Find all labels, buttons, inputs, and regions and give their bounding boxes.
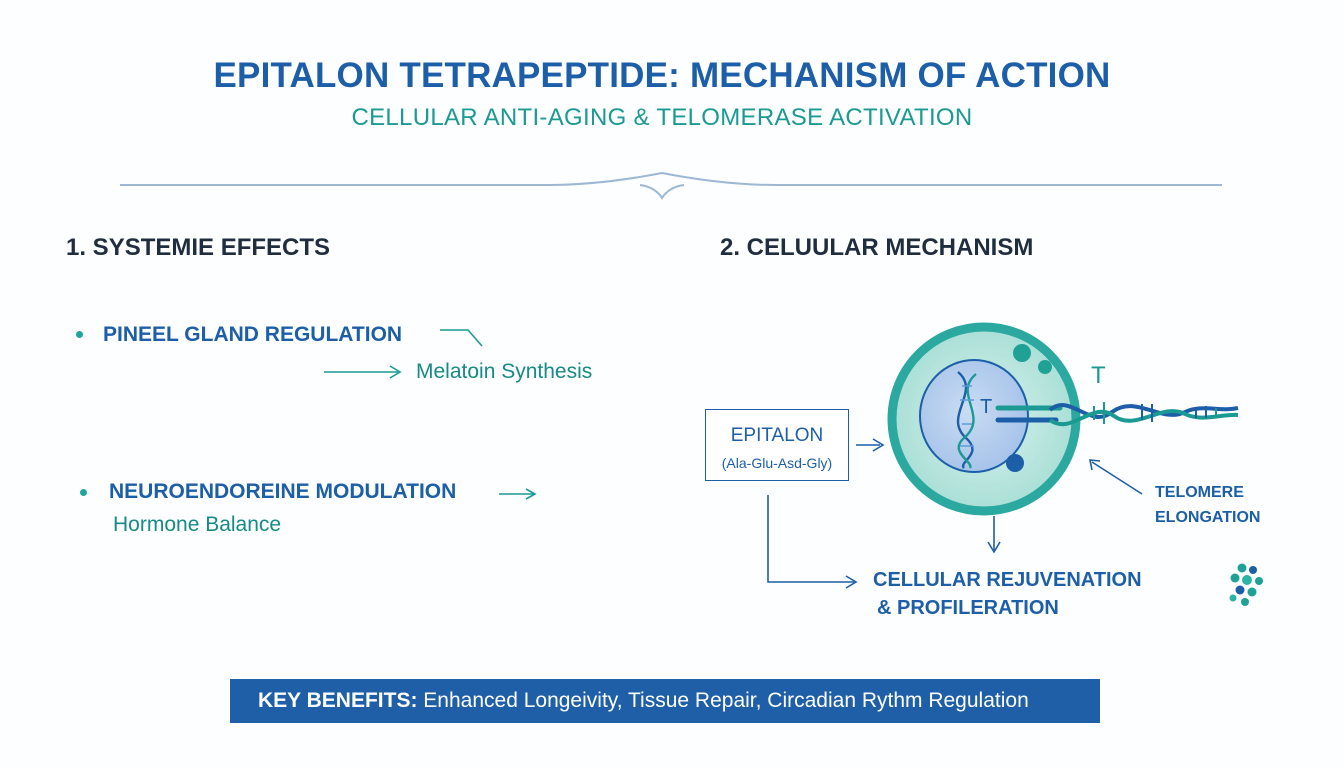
hook-arrow-icon bbox=[440, 329, 483, 347]
outcome-line1: CELLULAR REJUVENATION bbox=[873, 569, 1142, 591]
arrow-right-icon bbox=[324, 365, 402, 379]
divider-brace bbox=[120, 171, 1222, 200]
epitalon-box: EPITALON (Ala-Glu-Asd-Gly) bbox=[705, 409, 849, 481]
molecule-cluster-icon bbox=[1229, 563, 1263, 606]
cellular-mechanism-heading: 2. CELUULAR MECHANISM bbox=[720, 234, 1034, 261]
hormone-balance-label: Hormone Balance bbox=[113, 513, 282, 536]
bullet-dot bbox=[80, 489, 87, 496]
neuroendocrine-label: NEUROENDOREINE MODULATION bbox=[109, 480, 457, 503]
benefits-text: Enhanced Longeivity, Tissue Repair, Circ… bbox=[417, 689, 1029, 712]
nucleus-letter: T bbox=[980, 396, 993, 418]
outcome-line2: & PROFILERATION bbox=[877, 597, 1059, 619]
melatonin-synthesis-label: Melatoin Synthesis bbox=[416, 360, 593, 383]
telomere-label-line2: ELONGATION bbox=[1155, 509, 1261, 526]
cell-illustration bbox=[887, 322, 1239, 516]
epitalon-name: EPITALON bbox=[730, 425, 824, 446]
bullet-dot bbox=[76, 331, 83, 338]
telomere-letter: T bbox=[1091, 362, 1106, 389]
epitalon-sequence: (Ala-Glu-Asd-Gly) bbox=[721, 455, 833, 471]
key-benefits-banner: KEY BENEFITS: Enhanced Longeivity, Tissu… bbox=[230, 679, 1100, 723]
page-subtitle: CELLULAR ANTI-AGING & TELOMERASE ACTIVAT… bbox=[351, 104, 973, 131]
systemic-effects-heading: 1. SYSTEMIE EFFECTS bbox=[66, 234, 331, 261]
arrow-right-icon bbox=[499, 488, 537, 500]
pineal-gland-label: PINEEL GLAND REGULATION bbox=[103, 323, 403, 346]
page-title: EPITALON TETRAPEPTIDE: MECHANISM OF ACTI… bbox=[213, 56, 1111, 95]
benefits-label: KEY BENEFITS: bbox=[258, 689, 418, 712]
telomere-label-line1: TELOMERE bbox=[1155, 484, 1244, 501]
